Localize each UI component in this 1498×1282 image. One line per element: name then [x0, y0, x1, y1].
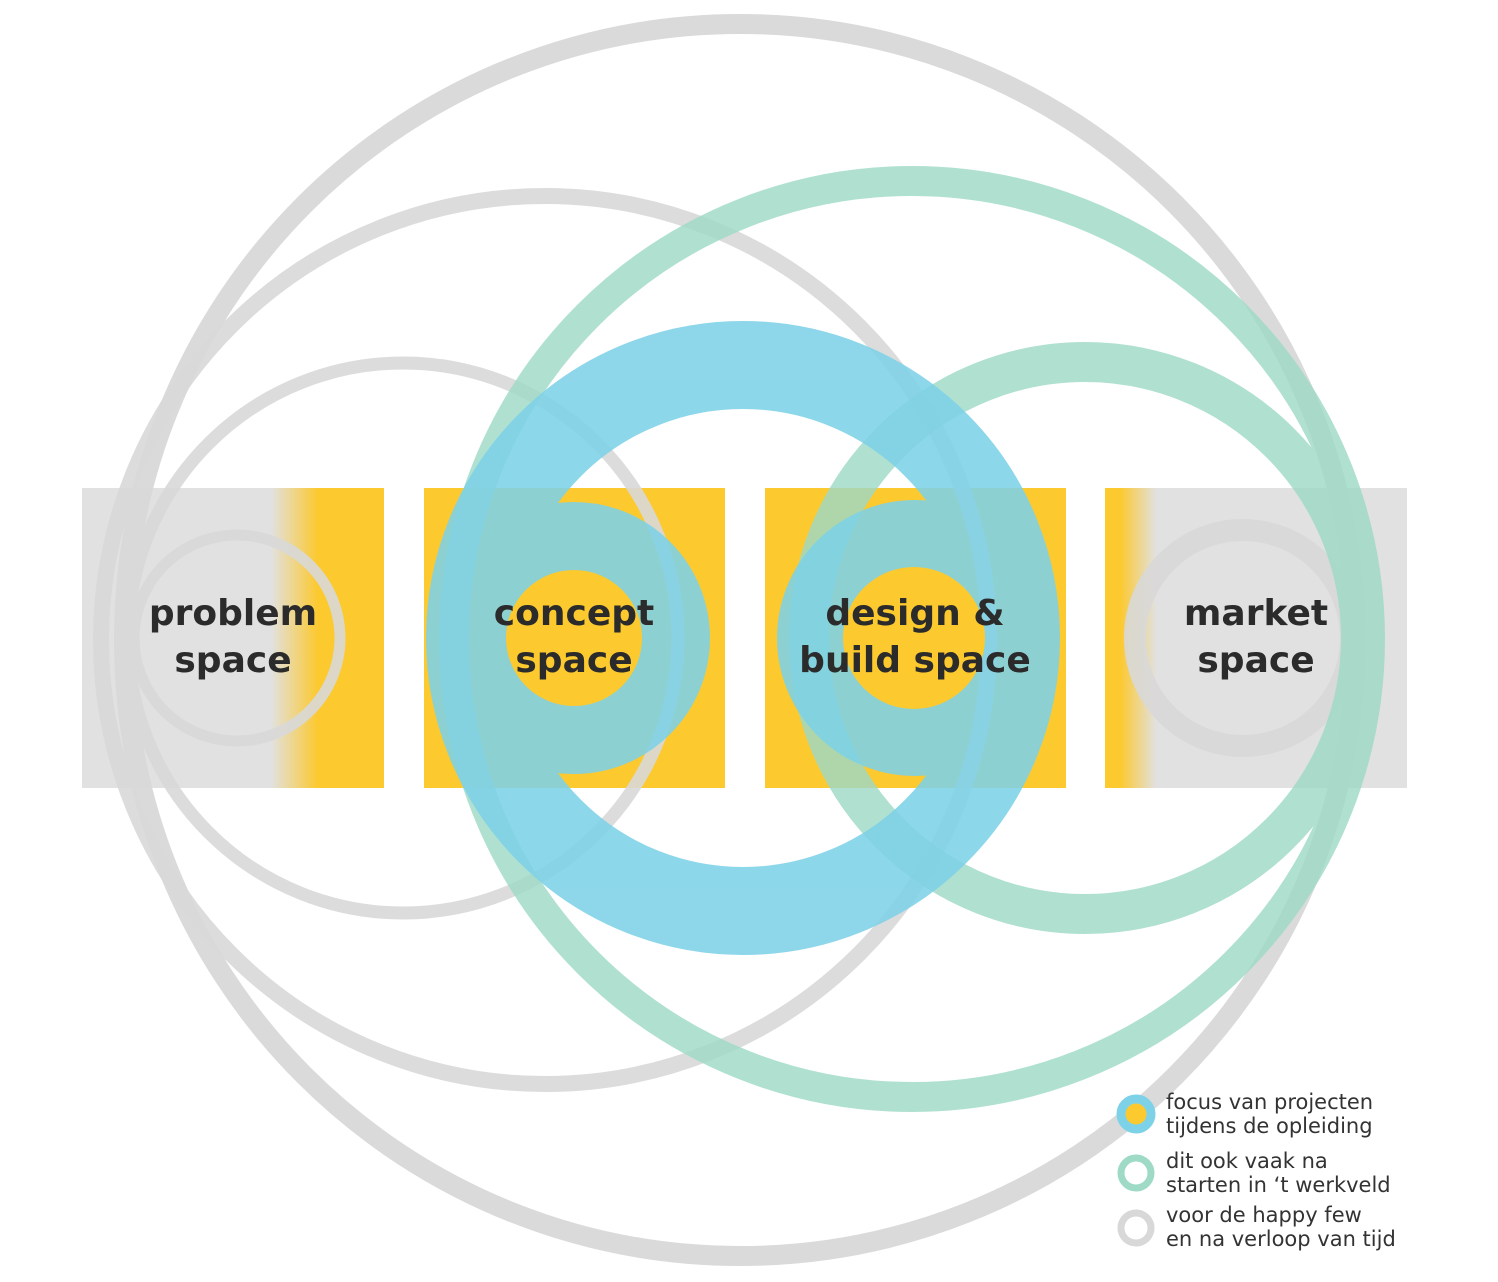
legend-gray-line1: voor de happy few [1166, 1203, 1362, 1227]
blue-ring-concept [438, 502, 710, 774]
concept-space-label-2: space [515, 640, 632, 681]
legend-green-line1: dit ook vaak na [1166, 1149, 1328, 1173]
gray-ring-problem-small [128, 529, 346, 747]
legend-gray-line2: en na verloop van tijd [1166, 1227, 1396, 1251]
problem-space-label: problem [149, 593, 317, 634]
gray-ring-icon [1117, 1209, 1155, 1247]
legend-item-focus: focus van projecten tijdens de opleiding [1116, 1090, 1373, 1138]
legend-green-line2: starten in ‘t werkveld [1166, 1173, 1391, 1197]
blue-rings [426, 321, 1060, 955]
problem-space-label-2: space [174, 640, 291, 681]
market-space-label-2: space [1197, 640, 1314, 681]
legend-focus-line2: tijdens de opleiding [1166, 1114, 1373, 1138]
blue-ring-design [777, 500, 1053, 776]
blue-yellow-ring-icon [1116, 1094, 1156, 1134]
design-space-label-2: build space [799, 640, 1031, 681]
green-ring-icon [1117, 1154, 1155, 1192]
legend-item-gray: voor de happy few en na verloop van tijd [1117, 1203, 1396, 1251]
legend: focus van projecten tijdens de opleiding… [1116, 1090, 1396, 1251]
legend-item-green: dit ook vaak na starten in ‘t werkveld [1117, 1149, 1391, 1197]
market-space-label: market [1184, 593, 1328, 634]
concept-core [506, 570, 642, 706]
concept-space-label: concept [494, 593, 654, 634]
legend-focus-line1: focus van projecten [1166, 1090, 1373, 1114]
design-core [843, 567, 985, 709]
design-space-label: design & [825, 593, 1004, 634]
